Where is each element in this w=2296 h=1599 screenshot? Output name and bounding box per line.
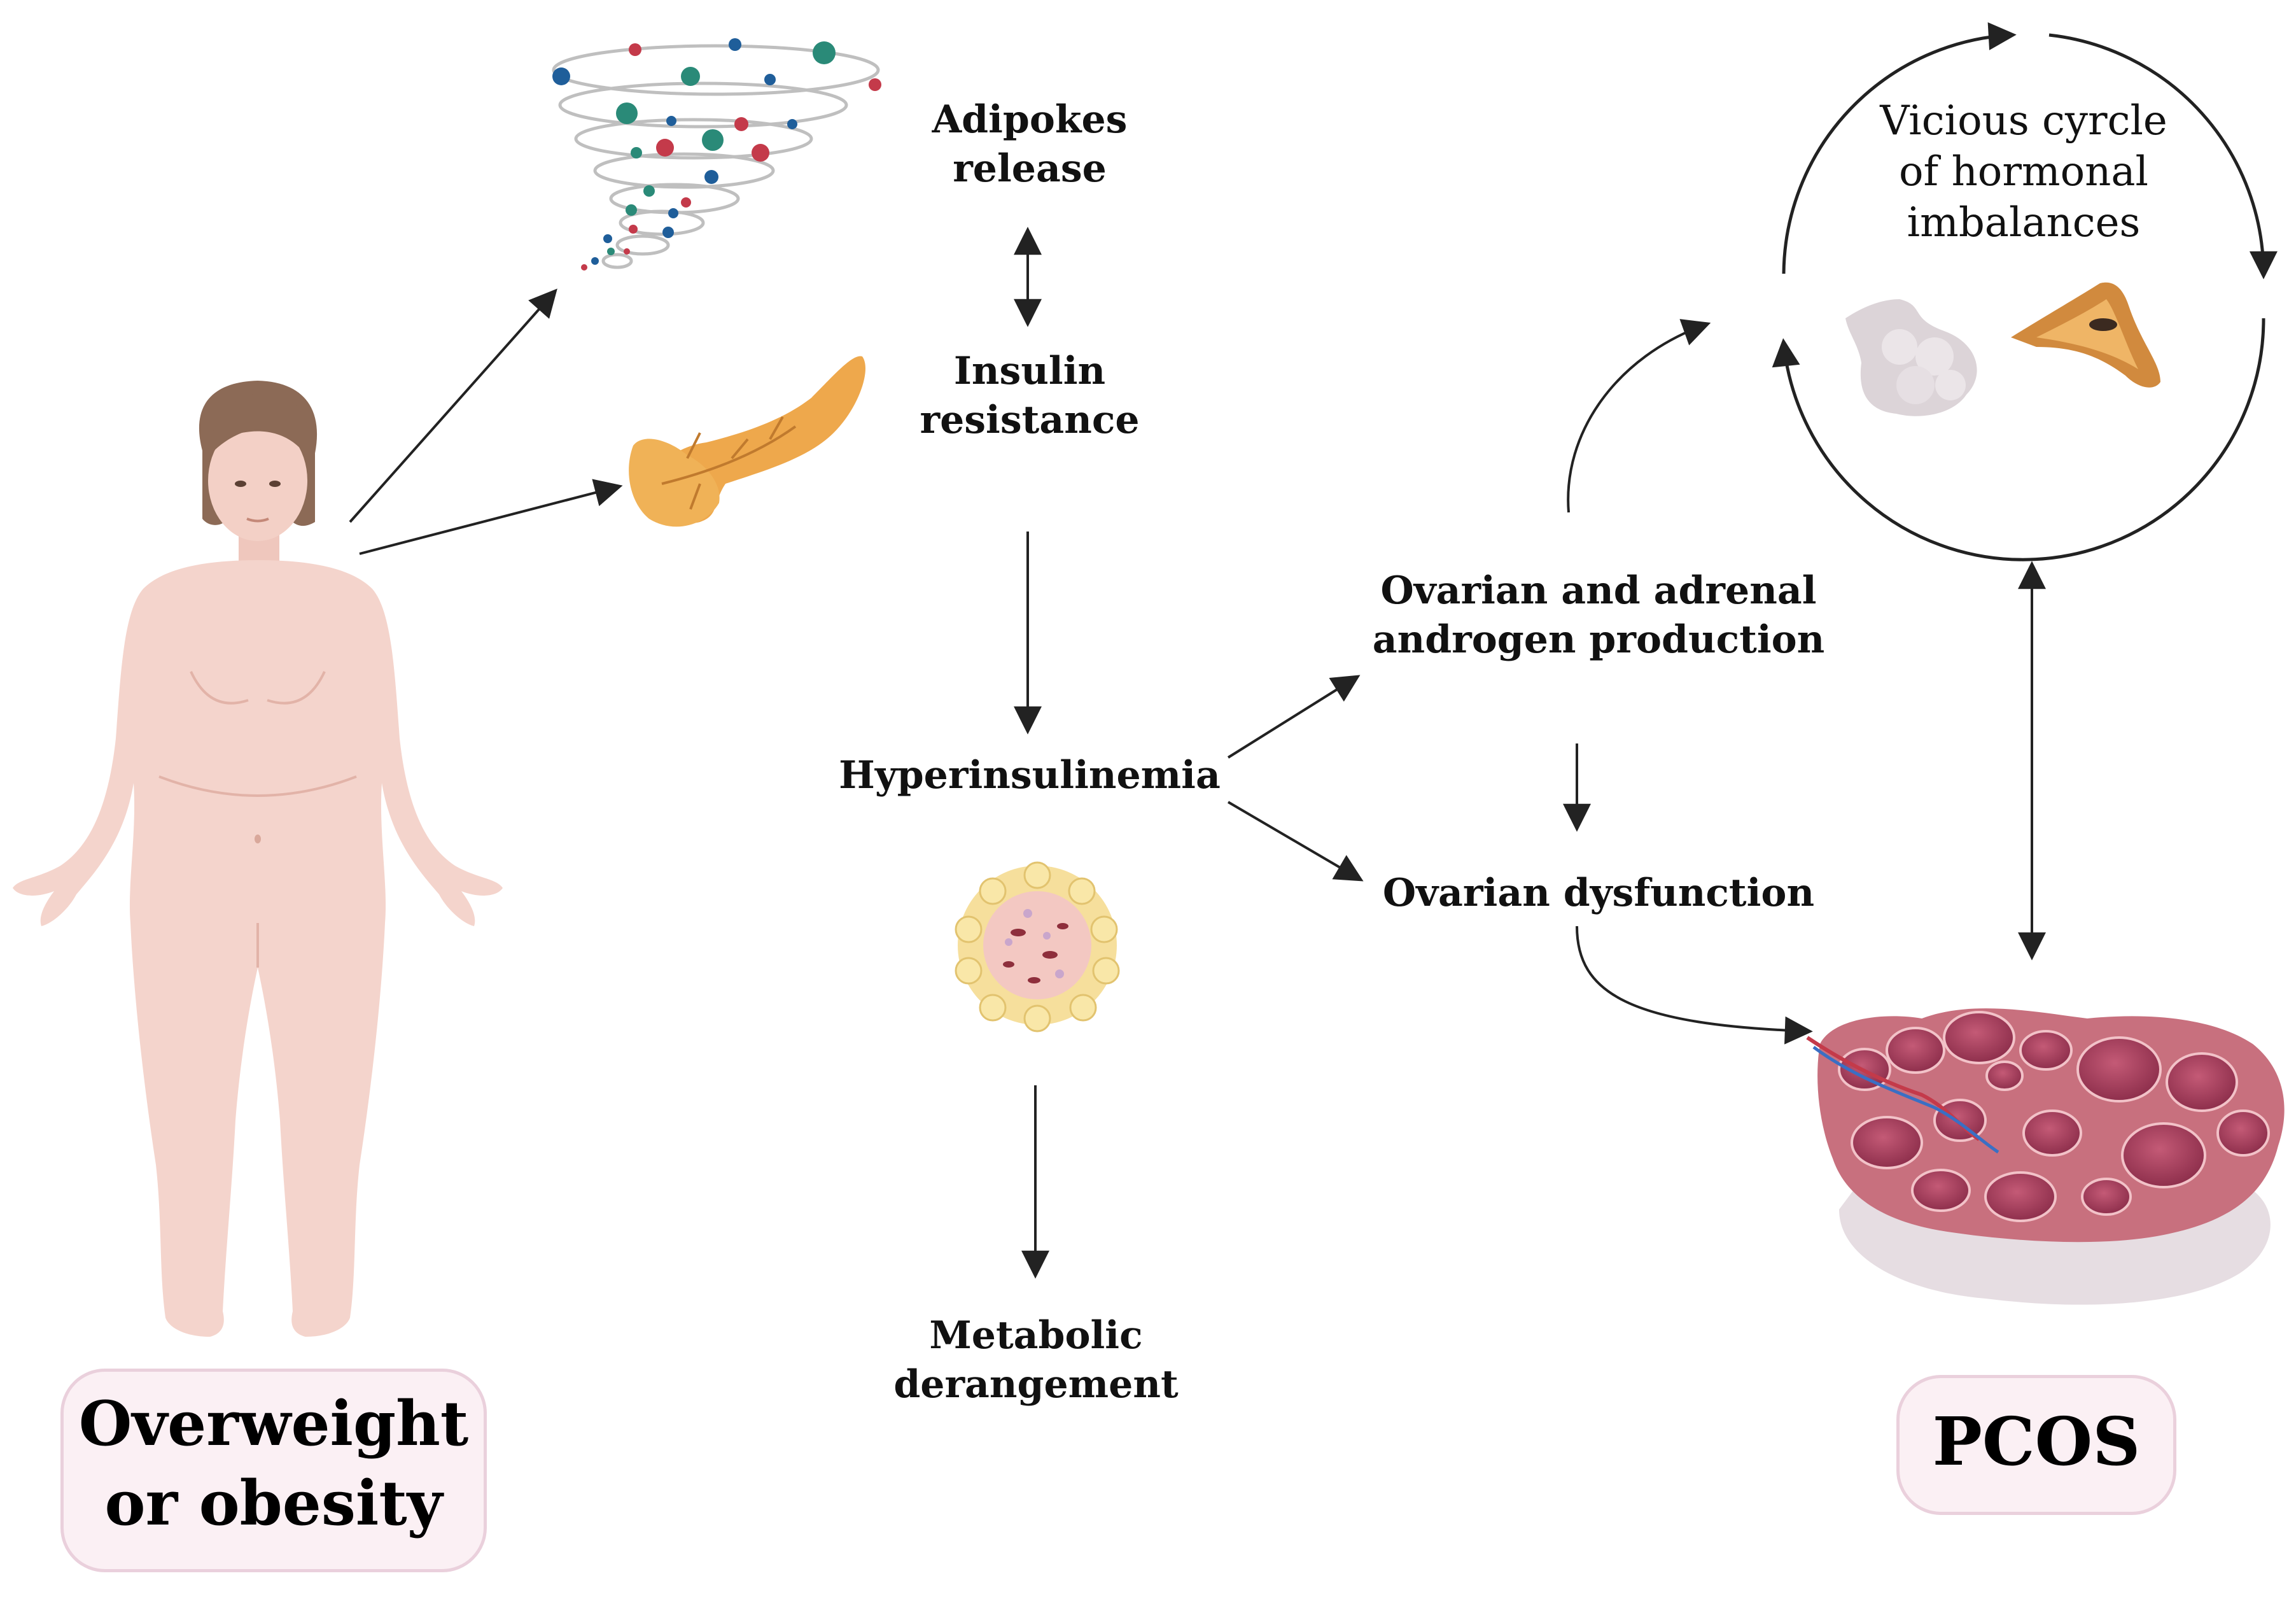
androgen-production-label: Ovarian and adrenal androgen production (1373, 567, 1825, 665)
adrenal-gland-icon (2011, 282, 2160, 388)
arrow-hyper-dysfunction (1227, 801, 1364, 882)
adipokes-line2: release (953, 146, 1107, 191)
cytokine-tornado-icon (552, 44, 880, 269)
pituitary-icon (1845, 299, 1977, 416)
insulin-line1: Insulin (953, 349, 1106, 393)
androgen-line2: androgen production (1372, 617, 1825, 662)
hyperinsulinemia-text: Hyperinsulinemia (839, 753, 1221, 798)
polycystic-ovary-icon (1806, 1008, 2285, 1305)
cycle-line2: of hormonal (1899, 148, 2148, 195)
pcos-text: PCOS (1932, 1402, 2141, 1481)
adipokes-release-label: Adipokes release (932, 95, 1128, 194)
cycle-line1: Vicious cyrcle (1880, 97, 2167, 144)
metabolic-derangement-label: Metabolic derangement (893, 1311, 1178, 1409)
woman-figure-icon (13, 381, 503, 1337)
arrow-woman-to-pancreas (359, 479, 623, 555)
cycle-line3: imbalances (1907, 199, 2141, 246)
insulin-resistance-label: Insulin resistance (920, 347, 1139, 445)
metabolic-line2: derangement (893, 1362, 1179, 1407)
adipokes-line1: Adipokes (932, 97, 1128, 142)
vicious-cycle-label: Vicious cyrcle of hormonal imbalances (1880, 95, 2167, 248)
obesity-line1: Overweight (78, 1388, 469, 1460)
cycle-circle (1772, 22, 2278, 561)
arrow-dysfunction-to-ovary (1576, 926, 1813, 1045)
obesity-line2: or obesity (104, 1467, 443, 1539)
arrow-androgen-to-cycle (1567, 319, 1711, 513)
ovarian-dysfunction-label: Ovarian dysfunction (1383, 869, 1814, 918)
arrow-hyper-androgen (1227, 675, 1361, 759)
pancreas-icon (629, 356, 865, 527)
pcos-badge: PCOS (1896, 1375, 2176, 1515)
metabolic-line1: Metabolic (929, 1313, 1143, 1358)
ovarian-dysfunction-text: Ovarian dysfunction (1382, 871, 1815, 915)
hyperinsulinemia-label: Hyperinsulinemia (839, 751, 1221, 800)
arrows (349, 227, 2046, 1279)
cytokine-particles (552, 38, 881, 271)
androgen-line1: Ovarian and adrenal (1380, 568, 1817, 613)
adipose-cell-icon (955, 861, 1120, 1032)
arrow-woman-to-tornado (349, 288, 557, 523)
obesity-badge: Overweight or obesity (60, 1369, 487, 1572)
insulin-line2: resistance (920, 397, 1140, 442)
